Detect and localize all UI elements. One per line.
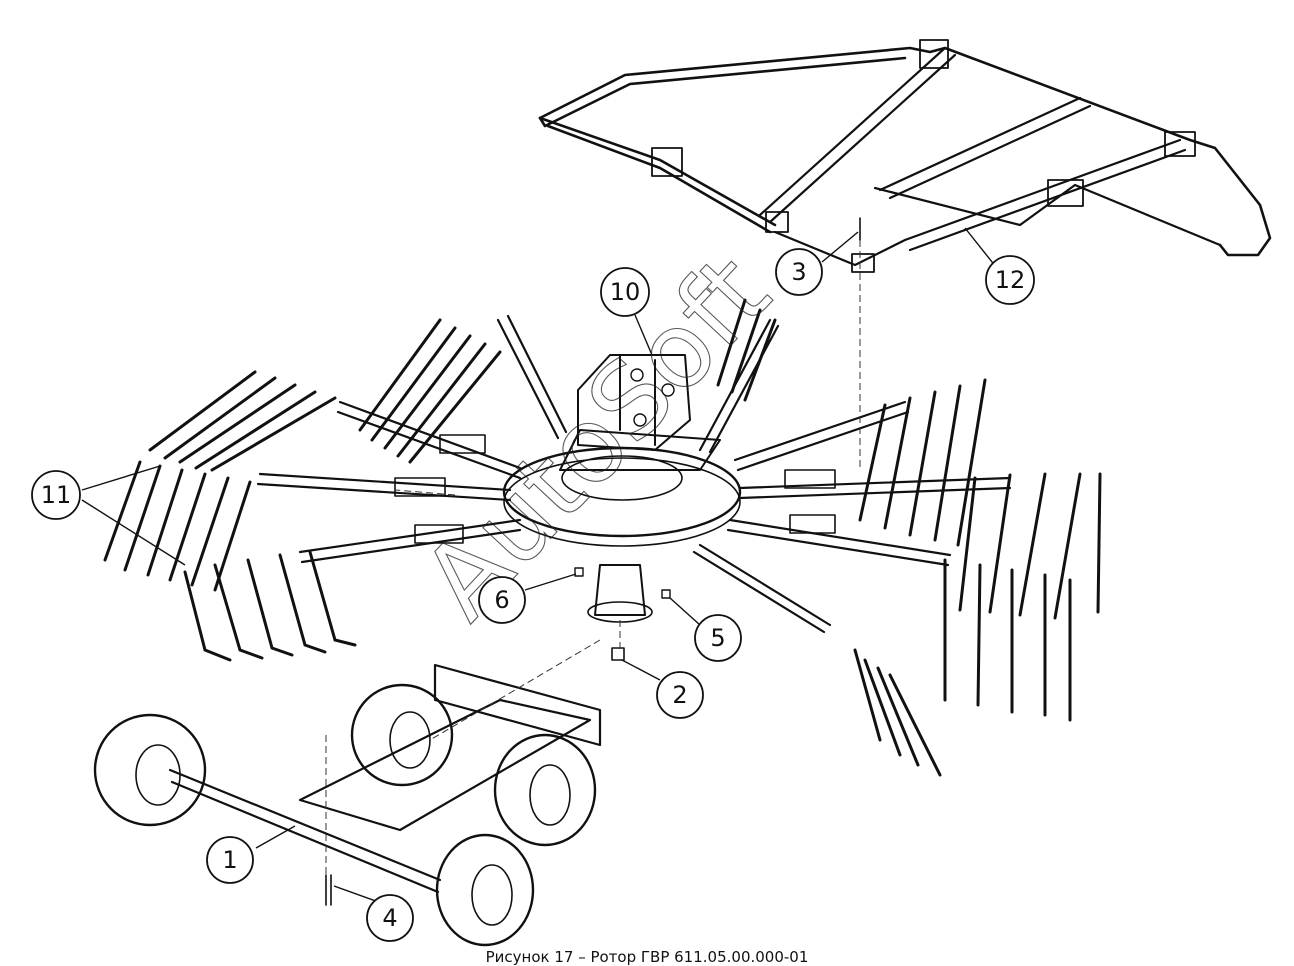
rotor-head-assembly bbox=[502, 354, 742, 623]
callout-11: 11 bbox=[31, 470, 81, 520]
tine-groups bbox=[103, 298, 1102, 777]
callout-label-5: 5 bbox=[710, 624, 725, 652]
callout-label-6: 6 bbox=[494, 586, 509, 614]
watermark-text: AutoSoft bbox=[399, 232, 793, 642]
callout-label-3: 3 bbox=[791, 258, 806, 286]
hardware-parts bbox=[325, 217, 861, 906]
callout-5: 5 bbox=[694, 614, 742, 662]
callout-label-2: 2 bbox=[672, 681, 687, 709]
callout-label-10: 10 bbox=[610, 278, 641, 306]
callout-label-1: 1 bbox=[222, 846, 237, 874]
callout-6: 6 bbox=[478, 576, 526, 624]
callout-label-11: 11 bbox=[41, 481, 72, 509]
callout-10: 10 bbox=[600, 267, 650, 317]
callout-3: 3 bbox=[775, 248, 823, 296]
callout-12: 12 bbox=[985, 255, 1035, 305]
figure-caption: Рисунок 17 – Ротор ГВР 611.05.00.000-01 bbox=[485, 948, 809, 966]
callout-4: 4 bbox=[366, 894, 414, 942]
callout-1: 1 bbox=[206, 836, 254, 884]
chassis-assembly bbox=[93, 663, 602, 947]
callout-2: 2 bbox=[656, 671, 704, 719]
callout-label-12: 12 bbox=[995, 266, 1026, 294]
tine-arms bbox=[256, 314, 1012, 634]
watermark: AutoSoft bbox=[399, 232, 794, 643]
upper-frame-assembly bbox=[538, 39, 1272, 273]
assembly-lines bbox=[325, 240, 861, 875]
callout-label-4: 4 bbox=[382, 904, 397, 932]
